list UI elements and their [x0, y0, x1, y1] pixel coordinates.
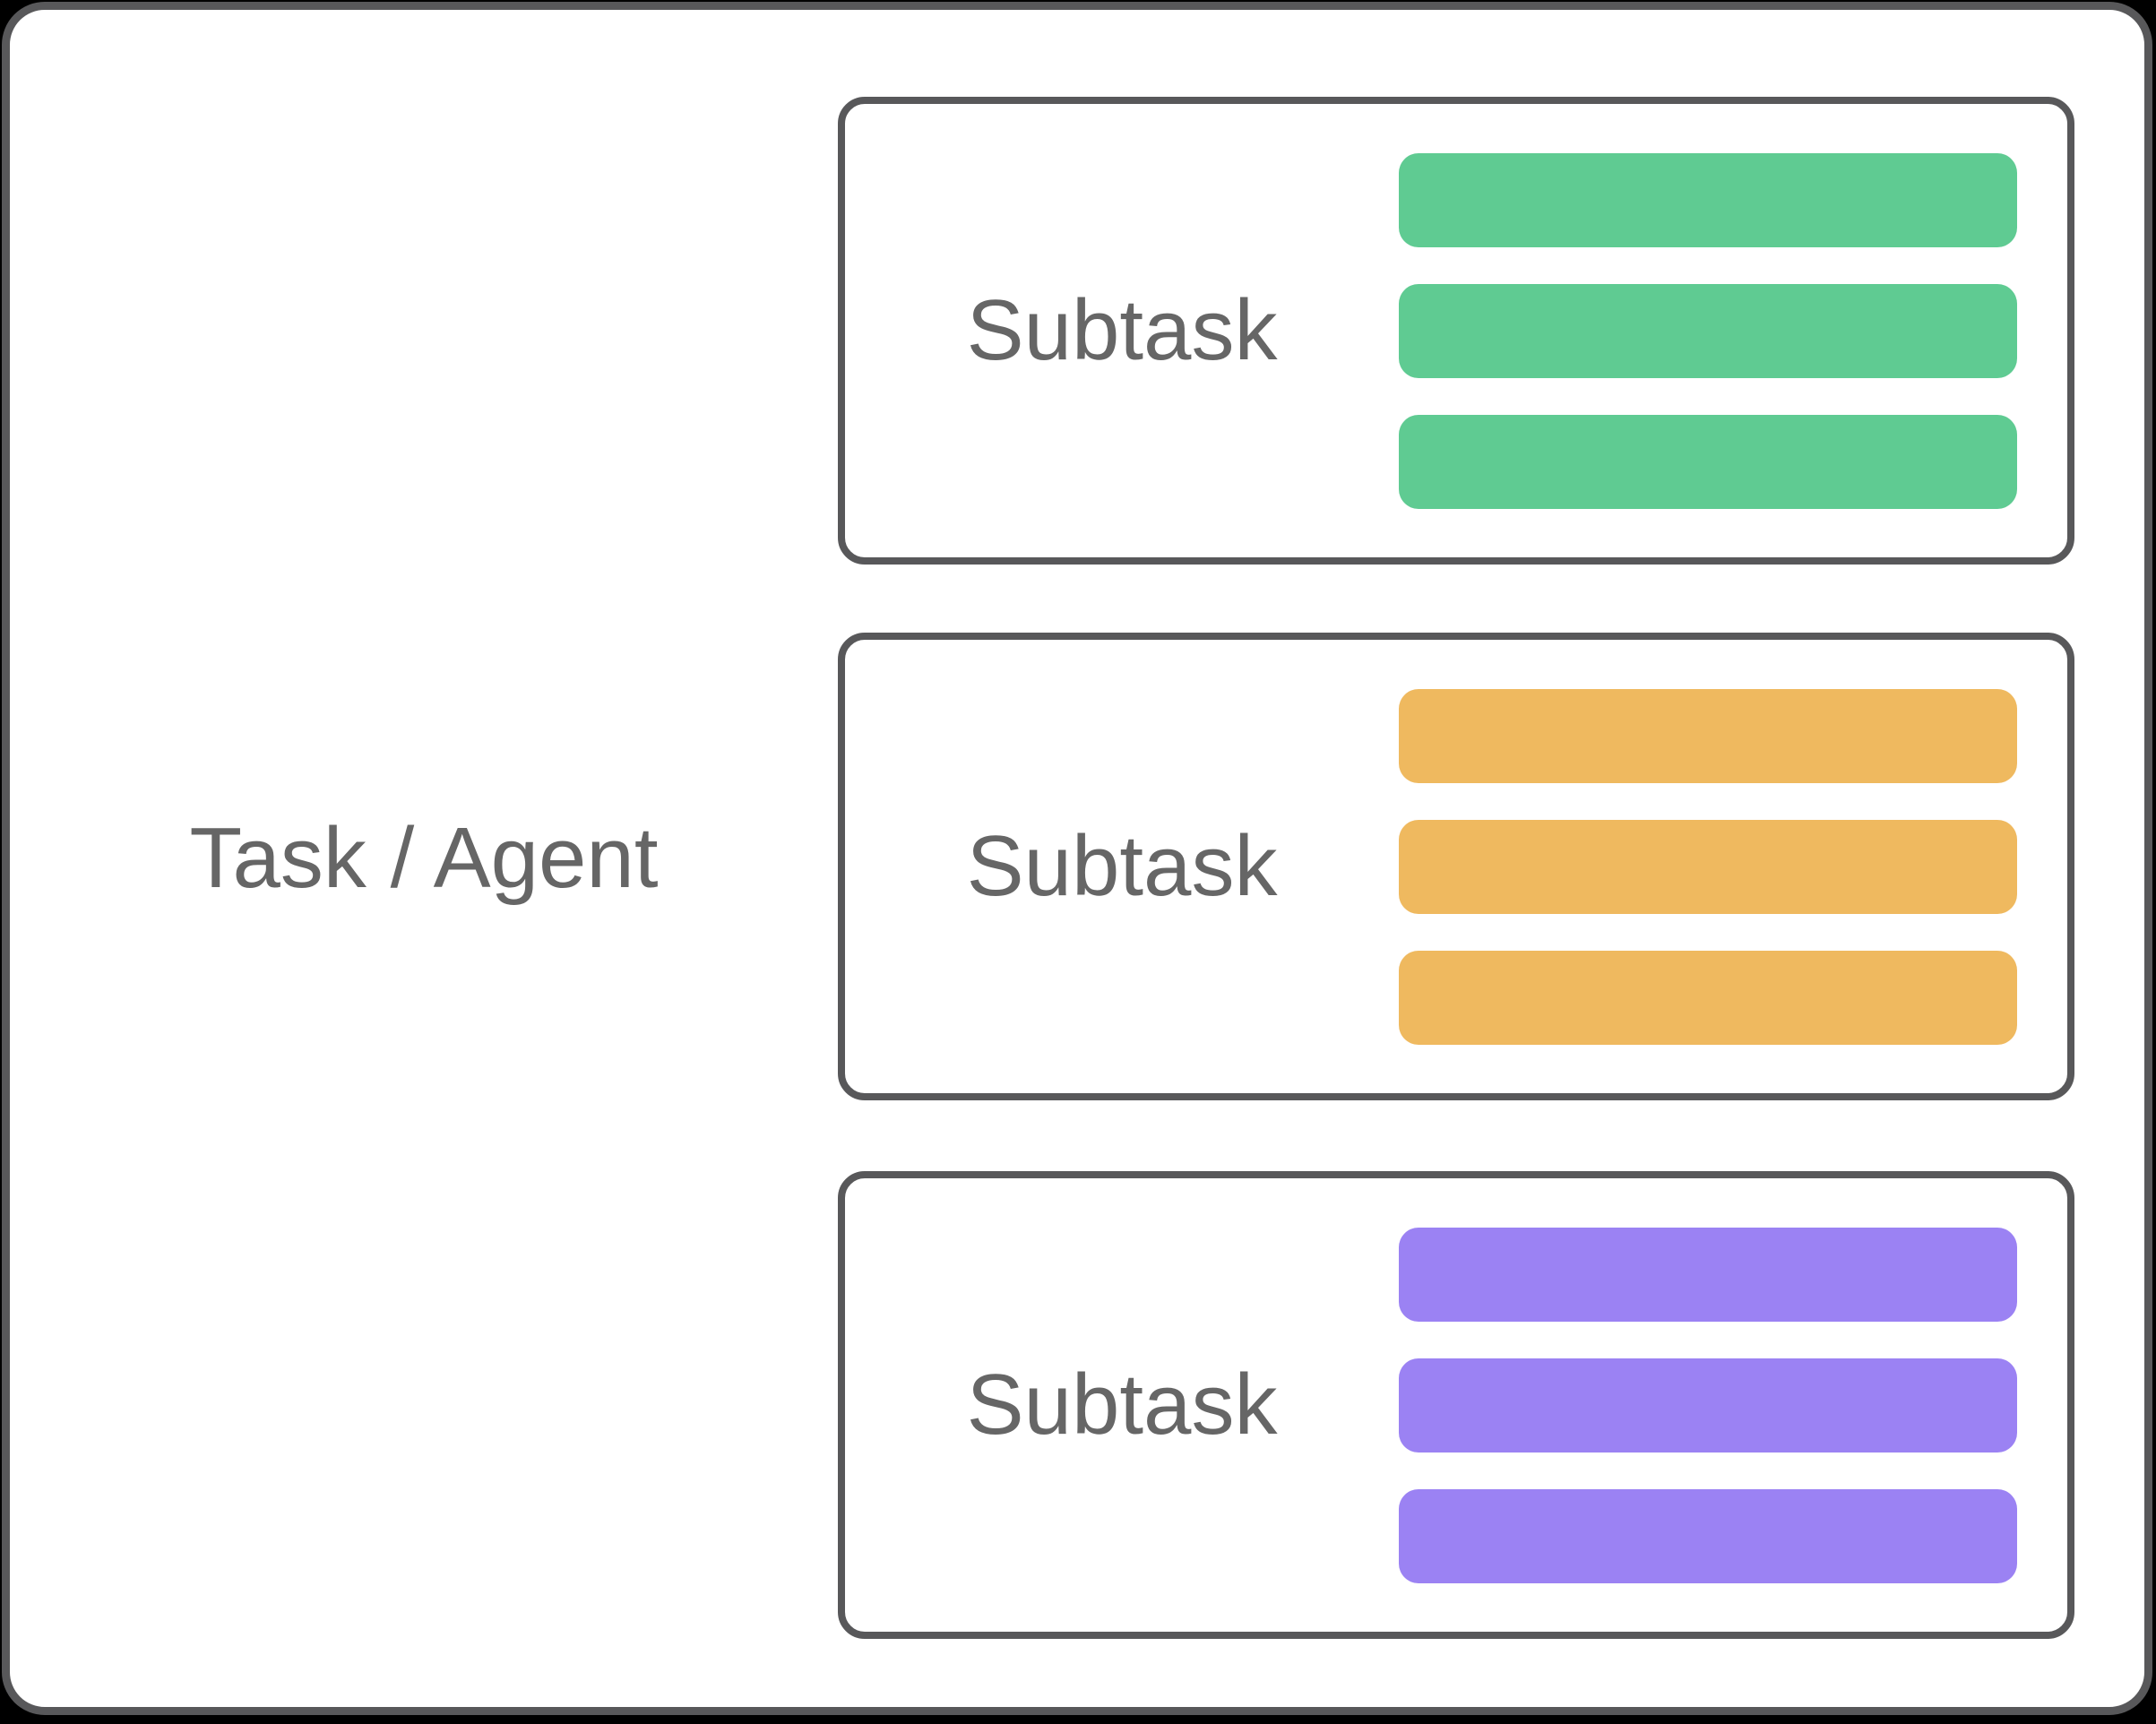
subtask-bars-group	[1399, 688, 2017, 1045]
task-agent-label-column: Task / Agent	[10, 10, 838, 1707]
subtask-label-area: Subtask	[845, 283, 1399, 378]
subtask-bar	[1399, 1358, 2017, 1452]
subtask-label: Subtask	[966, 282, 1278, 379]
subtask-bar	[1399, 688, 2017, 783]
subtask-label-area: Subtask	[845, 819, 1399, 914]
subtask-label: Subtask	[966, 1357, 1278, 1453]
subtask-bar	[1399, 1488, 2017, 1583]
subtask-bar	[1399, 152, 2017, 247]
subtask-box-3: Subtask	[838, 1171, 2074, 1639]
subtask-bar	[1399, 950, 2017, 1045]
task-agent-label: Task / Agent	[189, 810, 659, 907]
subtask-bar	[1399, 414, 2017, 509]
subtask-box-2: Subtask	[838, 633, 2074, 1100]
subtask-bar	[1399, 1227, 2017, 1322]
subtask-label-area: Subtask	[845, 1358, 1399, 1452]
subtask-box-1: Subtask	[838, 97, 2074, 565]
subtask-label: Subtask	[966, 818, 1278, 915]
subtask-bars-group	[1399, 1227, 2017, 1583]
subtask-bars-group	[1399, 152, 2017, 509]
subtask-bar	[1399, 283, 2017, 378]
subtask-bar	[1399, 819, 2017, 914]
